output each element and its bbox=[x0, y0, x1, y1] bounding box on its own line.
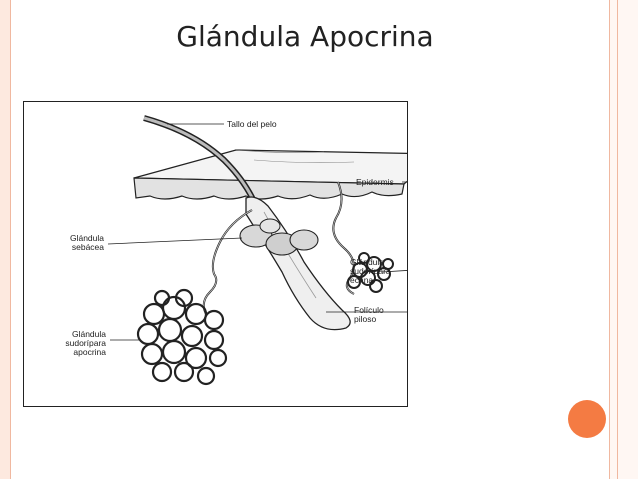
label-sebaceous-gland: Glándula sebácea bbox=[69, 233, 104, 252]
left-decor-bar bbox=[0, 0, 11, 479]
epidermis-slab bbox=[133, 149, 407, 200]
label-apocrine-gland: Glándula sudorípara apocrina bbox=[65, 329, 106, 357]
slide-title: Glándula Apocrina bbox=[176, 20, 434, 53]
apocrine-gland bbox=[136, 288, 228, 386]
hair-follicle bbox=[245, 196, 351, 331]
apocrine-duct bbox=[202, 209, 253, 315]
eccrine-gland bbox=[332, 181, 394, 295]
anatomy-figure: Tallo del pelo Epidermis Glándula sebáce… bbox=[23, 101, 408, 407]
label-hair-shaft: Tallo del pelo bbox=[227, 119, 277, 129]
accent-circle bbox=[568, 400, 606, 438]
label-eccrine-gland: Glándula sudorípara ecrina bbox=[350, 257, 391, 285]
label-epidermis: Epidermis bbox=[356, 177, 394, 187]
skin-gland-illustration bbox=[107, 115, 407, 386]
leader-lines bbox=[107, 123, 407, 341]
label-hair-follicle: Folículo piloso bbox=[354, 305, 384, 324]
sebaceous-gland bbox=[239, 218, 319, 256]
right-decor-bar bbox=[609, 0, 638, 479]
